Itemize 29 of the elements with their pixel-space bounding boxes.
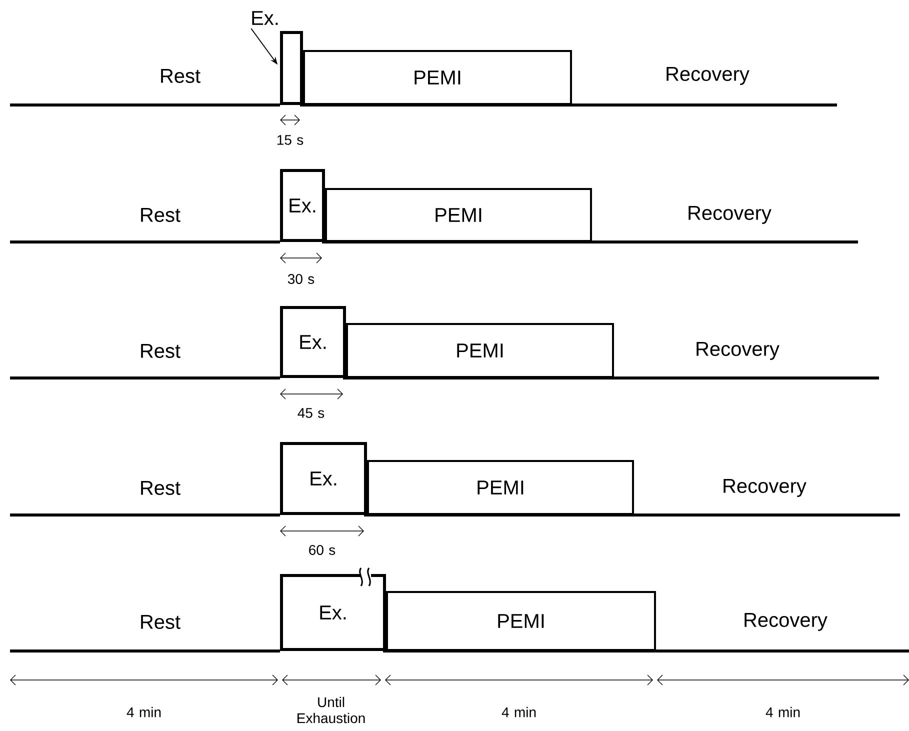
phase-label: Rest: [141, 481, 180, 495]
block-label: Ex.: [252, 11, 278, 25]
occlusion-block: PEMI: [303, 50, 572, 105]
exercise-block: [280, 31, 303, 105]
duration-label: 4 min: [766, 706, 800, 718]
phase-label: Recovery: [696, 342, 780, 360]
phase-label: Recovery: [688, 206, 772, 224]
occlusion-block: PEMI: [386, 591, 656, 651]
phase-label: Rest: [141, 615, 180, 629]
duration-label: 60 s: [309, 545, 336, 555]
phase-label: Rest: [141, 344, 180, 358]
duration-label: 15 s: [277, 135, 304, 145]
duration-label: 30 s: [288, 274, 314, 284]
duration-label: 4 min: [502, 706, 536, 718]
exercise-block: Ex.: [280, 169, 325, 242]
phase-label: Recovery: [724, 479, 806, 497]
occlusion-block: PEMI: [325, 188, 592, 242]
occlusion-block: PEMI: [346, 323, 614, 378]
duration-label: Until Exhaustion: [298, 696, 365, 724]
exercise-block: Ex.: [280, 306, 346, 378]
phase-label: Rest: [141, 208, 180, 222]
exercise-block: Ex.: [280, 574, 386, 651]
phase-label: Rest: [161, 69, 200, 83]
exercise-block: Ex.: [280, 442, 367, 515]
phase-label: Recovery: [666, 67, 750, 85]
occlusion-block: PEMI: [367, 460, 634, 515]
duration-label: 4 min: [126, 706, 161, 718]
phase-label: Recovery: [744, 613, 828, 631]
duration-label: 45 s: [298, 408, 324, 418]
